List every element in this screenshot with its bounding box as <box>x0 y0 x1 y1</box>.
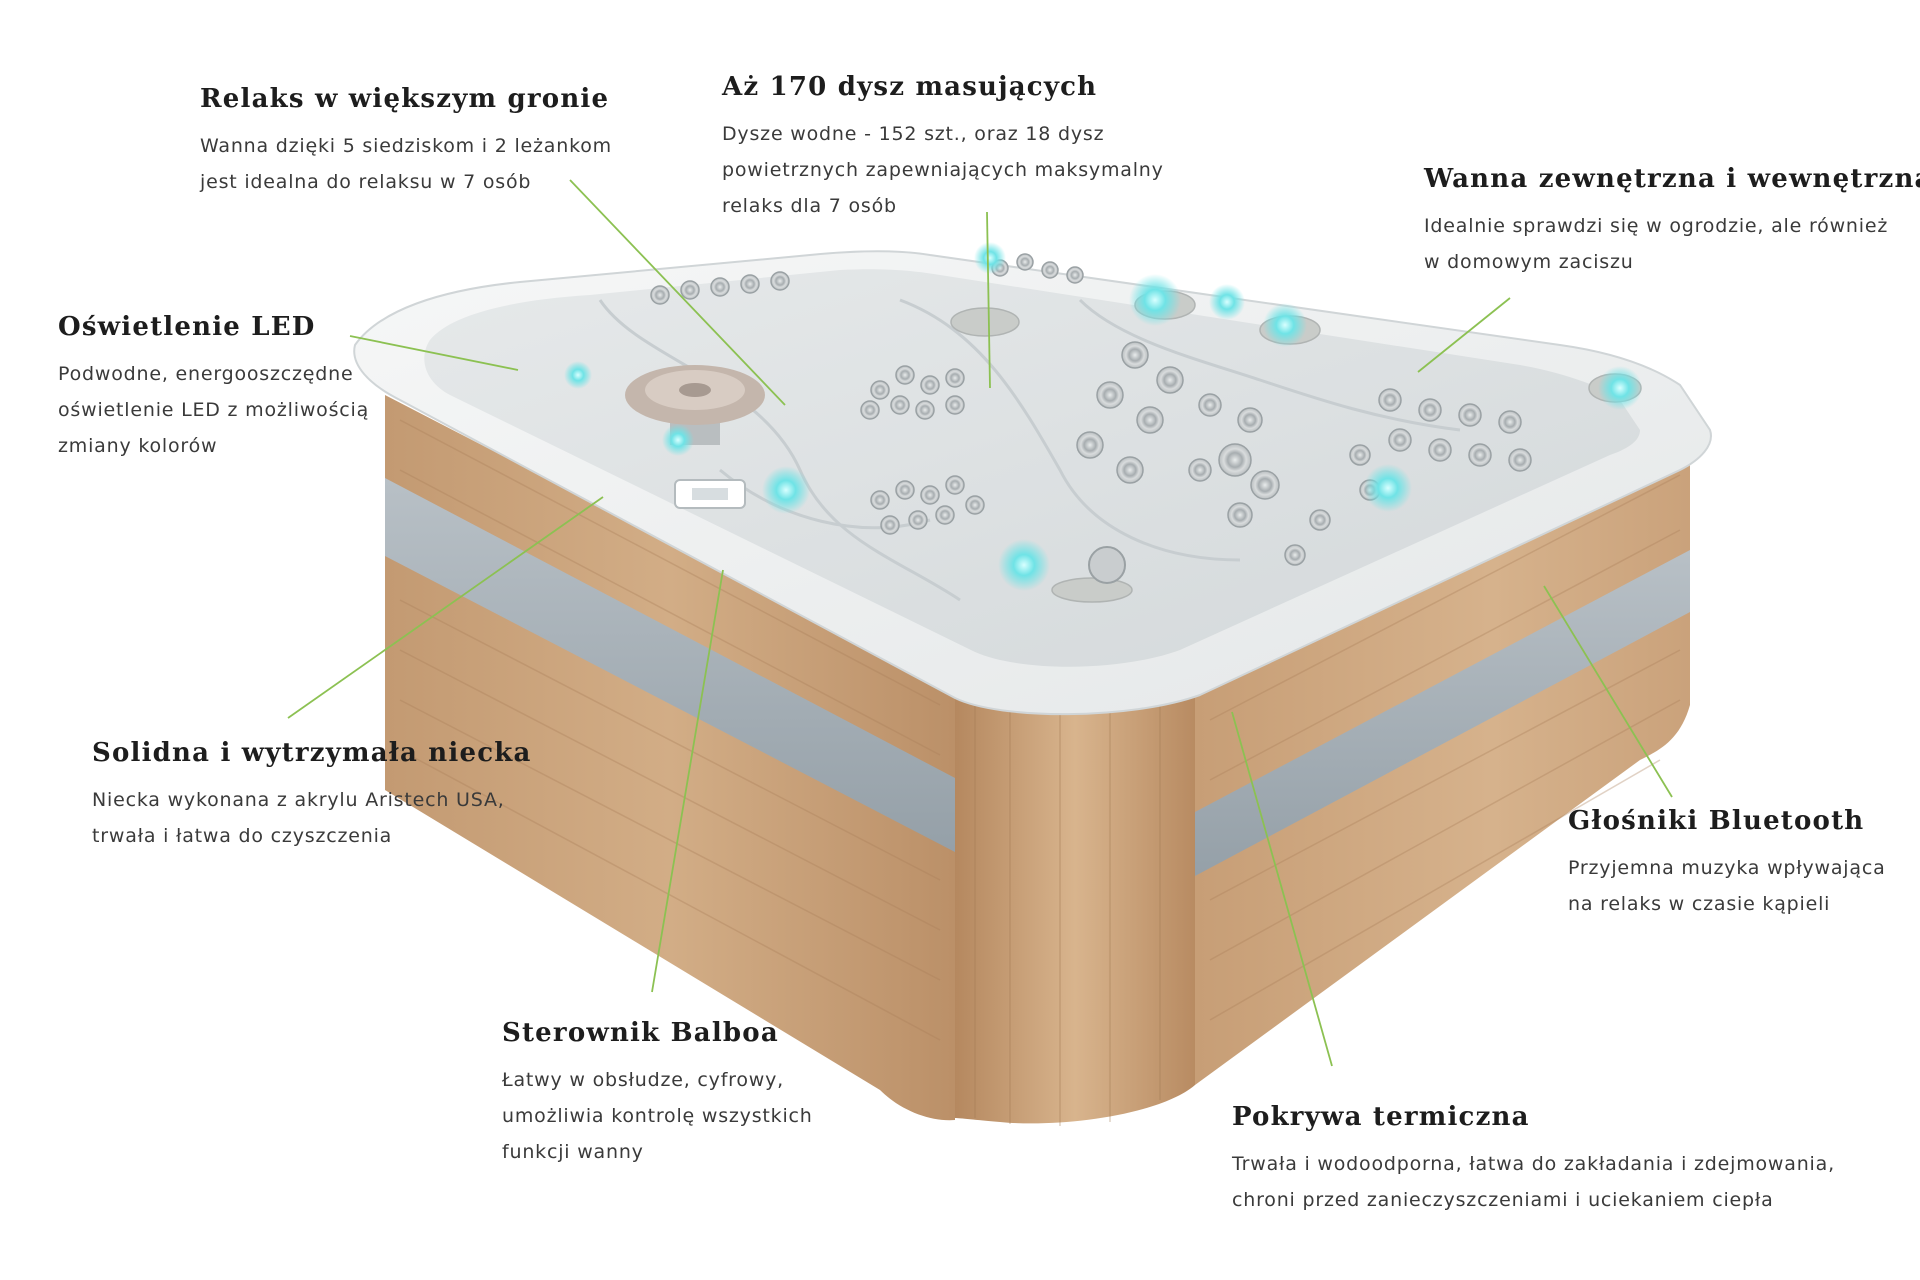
callout-description: Niecka wykonana z akrylu Aristech USA, t… <box>92 782 612 854</box>
right-wood-panel <box>1195 445 1690 1085</box>
callout-wanna: Wanna zewnętrzna i wewnętrzna Idealnie s… <box>1424 164 1920 280</box>
callout-line: Idealnie sprawdzi się w ogrodzie, ale ró… <box>1424 215 1889 237</box>
leader-dysze <box>986 211 991 389</box>
callout-relaks: Relaks w większym gronie Wanna dzięki 5 … <box>200 84 720 200</box>
callout-line: oświetlenie LED z możliwością <box>58 399 370 421</box>
callout-line: w domowym zaciszu <box>1424 251 1634 273</box>
callout-title: Solidna i wytrzymała niecka <box>92 738 532 768</box>
massage-jets <box>650 253 1532 584</box>
callout-title: Pokrywa termiczna <box>1232 1102 1530 1132</box>
callout-description: Dysze wodne - 152 szt., oraz 18 dysz pow… <box>722 116 1242 224</box>
callout-balboa: Sterownik Balboa Łatwy w obsłudze, cyfro… <box>502 1018 1022 1170</box>
leader-niecka <box>287 496 604 719</box>
callout-line: chroni przed zanieczyszczeniami i ucieka… <box>1232 1189 1774 1211</box>
callout-title: Wanna zewnętrzna i wewnętrzna <box>1424 164 1920 194</box>
callout-line: Łatwy w obsłudze, cyfrowy, <box>502 1069 785 1091</box>
callout-pokrywa: Pokrywa termiczna Trwała i wodoodporna, … <box>1232 1102 1835 1218</box>
leader-balboa <box>651 569 724 993</box>
callout-description: Łatwy w obsłudze, cyfrowy, umożliwia kon… <box>502 1062 1022 1170</box>
leader-wanna <box>1417 297 1511 373</box>
callout-line: trwała i łatwa do czyszczenia <box>92 825 393 847</box>
leader-led <box>349 335 519 371</box>
callout-led: Oświetlenie LED Podwodne, energooszczędn… <box>58 312 578 464</box>
callout-line: Dysze wodne - 152 szt., oraz 18 dysz <box>722 123 1105 145</box>
callout-line: jest idealna do relaksu w 7 osób <box>200 171 532 193</box>
callout-line: relaks dla 7 osób <box>722 195 897 217</box>
left-steel-band <box>385 478 955 852</box>
callout-description: Wanna dzięki 5 siedziskom i 2 leżankom j… <box>200 128 720 200</box>
callout-line: zmiany kolorów <box>58 435 218 457</box>
callout-line: funkcji wanny <box>502 1141 644 1163</box>
callout-line: na relaks w czasie kąpieli <box>1568 893 1831 915</box>
callout-line: powietrznych zapewniających maksymalny <box>722 159 1164 181</box>
callout-line: Wanna dzięki 5 siedziskom i 2 leżankom <box>200 135 612 157</box>
callout-line: Niecka wykonana z akrylu Aristech USA, <box>92 789 505 811</box>
leader-pokrywa <box>1231 711 1333 1067</box>
callout-title: Aż 170 dysz masujących <box>722 72 1098 102</box>
callout-description: Trwała i wodoodporna, łatwa do zakładani… <box>1232 1146 1835 1218</box>
callout-title: Sterownik Balboa <box>502 1018 779 1048</box>
callout-title: Oświetlenie LED <box>58 312 316 342</box>
leader-lines <box>287 179 1673 1067</box>
led-lights <box>564 242 1642 591</box>
leader-bt <box>1543 585 1673 798</box>
callout-description: Idealnie sprawdzi się w ogrodzie, ale ró… <box>1424 208 1920 280</box>
callout-description: Przyjemna muzyka wpływająca na relaks w … <box>1568 850 1920 922</box>
callout-title: Relaks w większym gronie <box>200 84 610 114</box>
callout-niecka: Solidna i wytrzymała niecka Niecka wykon… <box>92 738 612 854</box>
corner-post <box>955 690 1195 1124</box>
callout-description: Podwodne, energooszczędne oświetlenie LE… <box>58 356 578 464</box>
callout-line: Przyjemna muzyka wpływająca <box>1568 857 1886 879</box>
right-steel-band <box>1195 550 1690 876</box>
leader-relaks <box>569 179 786 406</box>
callout-title: Głośniki Bluetooth <box>1568 806 1865 836</box>
callout-line: umożliwia kontrolę wszystkich <box>502 1105 813 1127</box>
callout-line: Trwała i wodoodporna, łatwa do zakładani… <box>1232 1153 1835 1175</box>
callout-bluetooth: Głośniki Bluetooth Przyjemna muzyka wpły… <box>1568 806 1920 922</box>
center-fountain <box>625 365 765 445</box>
callout-dysze: Aż 170 dysz masujących Dysze wodne - 152… <box>722 72 1242 224</box>
callout-line: Podwodne, energooszczędne <box>58 363 354 385</box>
